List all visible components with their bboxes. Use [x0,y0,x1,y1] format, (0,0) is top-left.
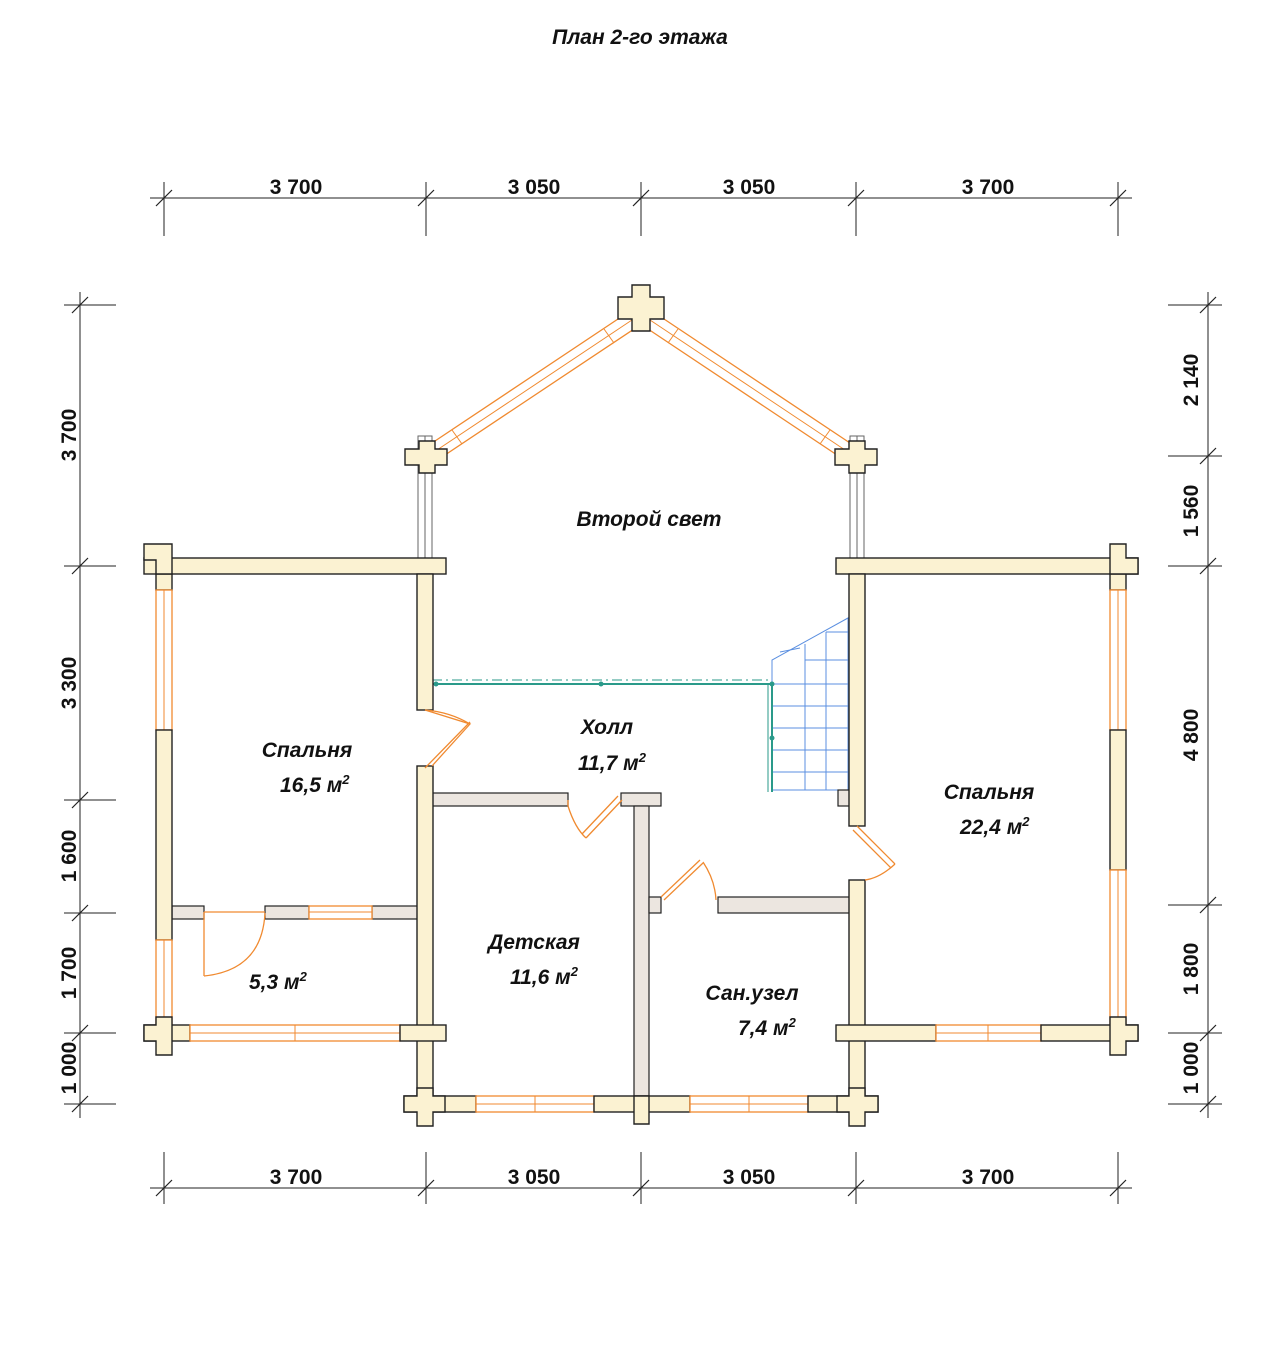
dim-right-3: 4 800 [1180,709,1203,762]
dim-bottom-4: 3 700 [962,1166,1015,1189]
room-closet-area: 5,3 м2 [249,969,308,994]
dim-left-5: 1 000 [58,1042,81,1095]
dim-bottom-1: 3 700 [270,1166,323,1189]
room-hall-name: Холл [580,716,633,739]
room-bedroom-right-area: 22,4 м2 [959,814,1030,839]
partitions [171,789,851,1097]
dim-bottom-3: 3 050 [723,1166,776,1189]
gable-walls [404,284,878,567]
dim-top-2: 3 050 [508,176,561,199]
room-bedroom-left-name: Спальня [262,739,353,762]
room-bathroom-name: Сан.узел [705,982,798,1005]
dim-bottom-2: 3 050 [508,1166,561,1189]
room-hall-area: 11,7 м2 [578,750,647,775]
room-second-light: Второй свет [577,508,722,531]
dim-top-1: 3 700 [270,176,323,199]
dim-right-2: 1 560 [1180,485,1203,538]
room-kids-area: 11,6 м2 [510,964,579,989]
dim-right-1: 2 140 [1180,354,1203,407]
doors [203,709,896,977]
room-bedroom-right-name: Спальня [944,781,1035,804]
dim-left-1: 3 700 [58,409,81,462]
dim-left-2: 3 300 [58,657,81,710]
room-kids-name: Детская [486,931,580,954]
plan-title: План 2-го этажа [552,26,728,49]
dim-right-5: 1 000 [1180,1042,1203,1095]
log-walls [143,557,1139,1113]
dim-left-3: 1 600 [58,830,81,883]
log-corners [143,543,1139,1127]
dimension-right: 2 140 1 560 4 800 1 800 1 000 [1168,292,1222,1118]
dim-top-4: 3 700 [962,176,1015,199]
staircase [771,617,849,791]
dimension-left: 3 700 3 300 1 600 1 700 1 000 [58,292,116,1118]
dim-top-3: 3 050 [723,176,776,199]
railing [432,679,775,792]
room-bedroom-left-area: 16,5 м2 [280,772,350,797]
dimension-top: 3 700 3 050 3 050 3 700 [150,176,1132,236]
dimension-bottom: 3 700 3 050 3 050 3 700 [150,1152,1132,1204]
dim-left-4: 1 700 [58,947,81,1000]
room-bathroom-area: 7,4 м2 [738,1015,797,1040]
room-labels: Второй свет Холл 11,7 м2 Спальня 16,5 м2… [249,508,1034,1040]
dim-right-4: 1 800 [1180,943,1203,996]
